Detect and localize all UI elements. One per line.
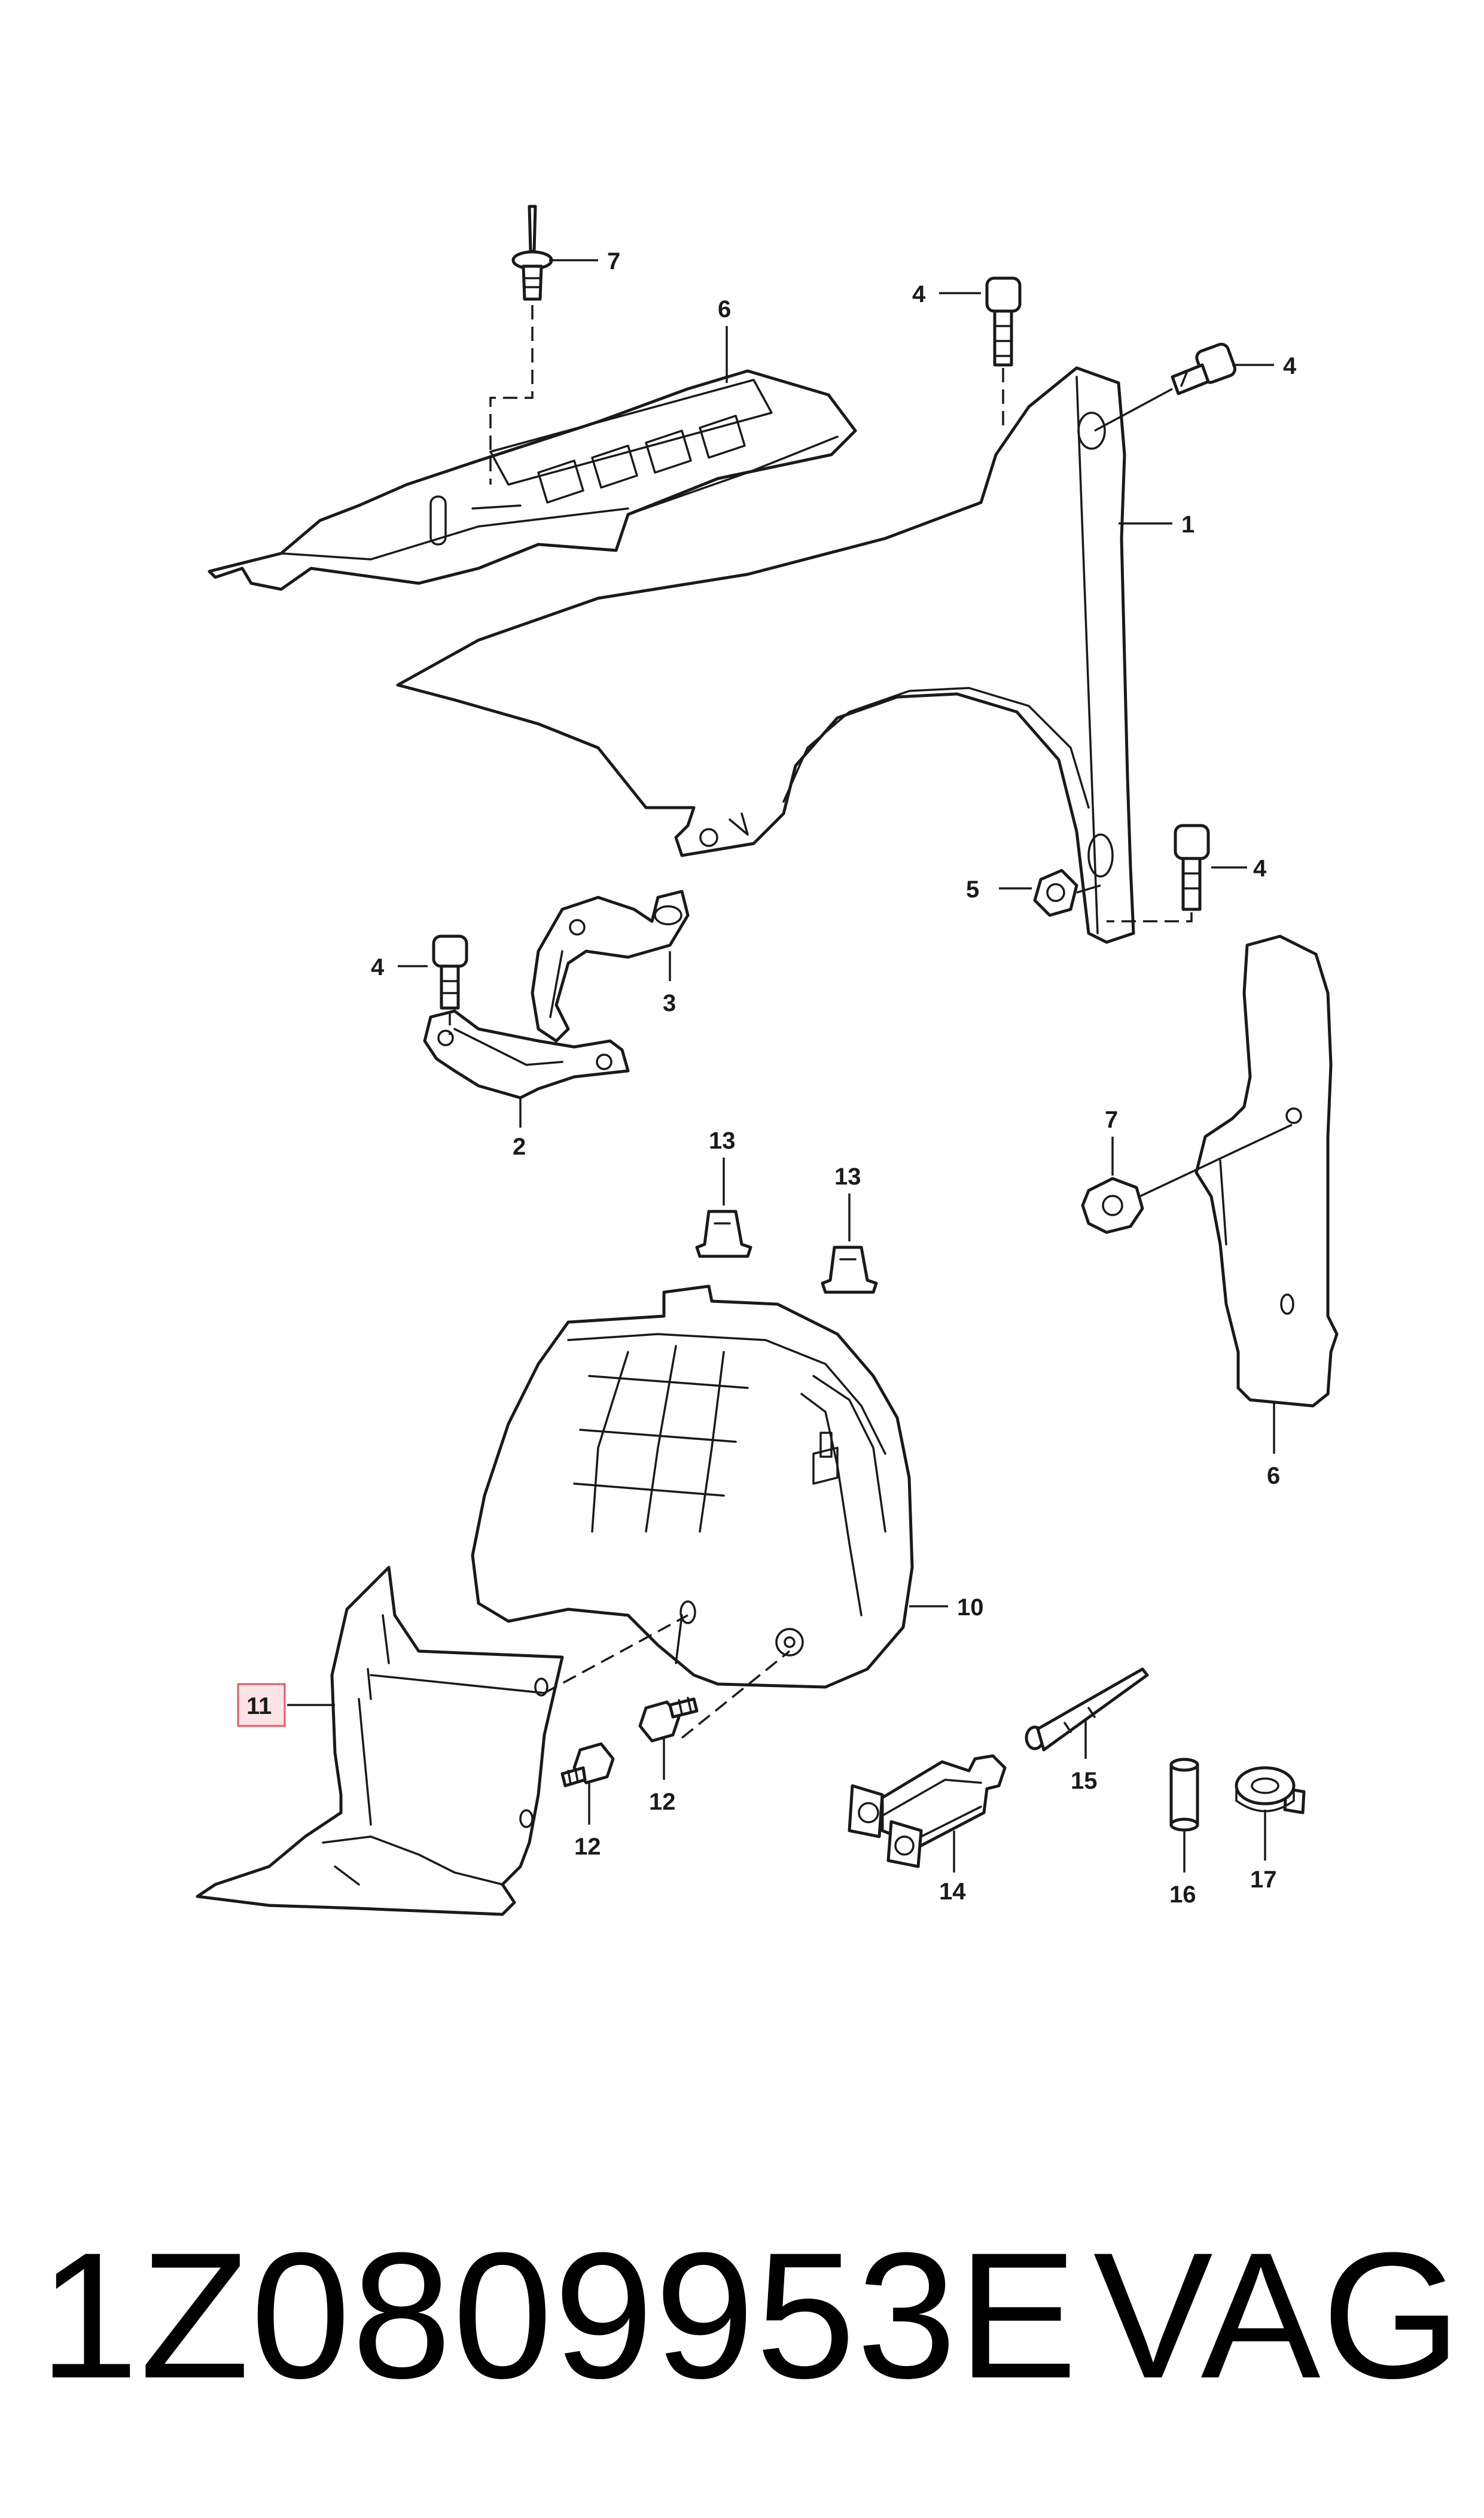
callout-4-left: 4	[371, 954, 385, 981]
callout-11-highlight	[237, 1683, 286, 1727]
callout-8: 6	[1267, 1463, 1280, 1489]
callout-9: 7	[1105, 1107, 1118, 1133]
callout-13-right: 13	[834, 1164, 861, 1190]
wheel-arch-liner-part-11	[196, 1566, 564, 1916]
tape-roll-part-17	[1235, 1766, 1306, 1814]
callout-15: 15	[1071, 1768, 1098, 1794]
callout-10: 10	[957, 1594, 984, 1621]
callout-16: 16	[1169, 1881, 1196, 1908]
callout-4-top: 4	[912, 281, 926, 307]
bolt-part-4-lower-right	[1174, 824, 1210, 911]
trim-panel-part-8	[1194, 934, 1339, 1408]
bolt-part-4-right	[1171, 342, 1237, 395]
nut-part-5	[1033, 869, 1078, 917]
callout-14: 14	[939, 1878, 966, 1905]
nut-leader	[1076, 884, 1101, 894]
liner11-dash-2	[681, 1650, 791, 1739]
bracket-part-3	[531, 890, 690, 1043]
brand-name: VAG	[1093, 2215, 1462, 2416]
fender-part-1	[396, 366, 1135, 944]
clip-part-13-left	[695, 1210, 752, 1258]
callout-6: 6	[718, 296, 731, 322]
rivet-part-7	[511, 205, 553, 301]
liner11-dash-1	[544, 1614, 688, 1694]
callout-11: 11	[246, 1693, 272, 1719]
rivet-dash-line	[489, 305, 534, 485]
callout-17: 17	[1250, 1867, 1277, 1893]
callout-2: 2	[513, 1134, 526, 1160]
screw-part-12-left	[560, 1742, 615, 1788]
support-bracket-part-6	[208, 369, 857, 591]
bolt-part-4-top	[985, 276, 1022, 367]
connector-part-14	[848, 1754, 1007, 1868]
callout-12-right: 12	[649, 1789, 676, 1815]
sleeve-part-15	[1025, 1667, 1149, 1752]
callout-1: 1	[1181, 511, 1194, 538]
bracket-part-2	[423, 1009, 630, 1100]
callout-5: 5	[966, 876, 979, 903]
callout-4-right: 4	[1283, 353, 1297, 379]
screw-part-12-right	[638, 1697, 699, 1743]
callout-3: 3	[663, 990, 676, 1016]
part-number-caption: 1Z0809953E VAG	[39, 2213, 1462, 2417]
callout-12-left: 12	[574, 1834, 601, 1860]
nut9-leader	[1139, 1123, 1293, 1198]
flange-nut-part-9	[1081, 1177, 1144, 1234]
callout-13-left: 13	[709, 1128, 736, 1154]
wheel-housing-liner-part-10	[471, 1284, 914, 1689]
clip-part-13-right	[821, 1246, 878, 1294]
spacer-part-16	[1169, 1758, 1199, 1832]
bolt-part-4-left	[432, 934, 468, 1010]
callout-4-lower-right: 4	[1253, 855, 1267, 882]
bolt-lower-dash-line	[1107, 912, 1193, 922]
callout-7: 7	[607, 248, 620, 275]
part-number: 1Z0809953E	[39, 2215, 1079, 2416]
bolt-right-leader	[1094, 388, 1173, 432]
